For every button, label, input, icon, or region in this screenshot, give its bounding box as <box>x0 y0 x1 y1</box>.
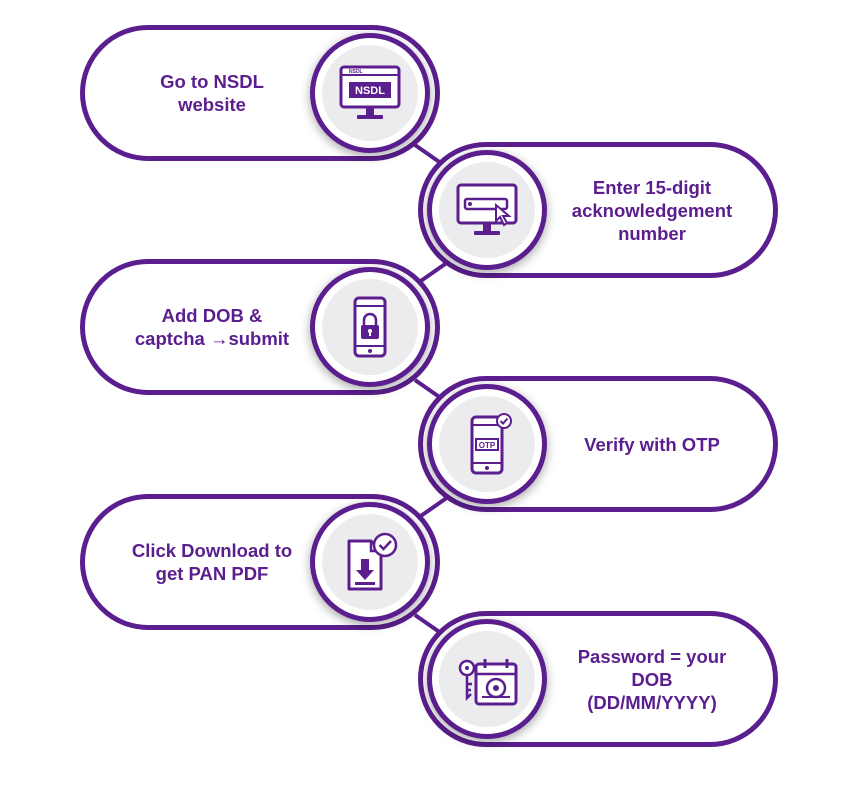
phone-otp-icon: OTP <box>470 413 512 475</box>
step-6-line-1: Password = your <box>577 645 727 667</box>
step-4-icon-circle: OTP <box>427 384 547 504</box>
nsdl-small-text: NSDL <box>349 69 363 75</box>
phone-lock-icon <box>353 296 387 358</box>
key-calendar-icon <box>458 659 518 706</box>
step-1-label: Go to NSDL website <box>99 30 325 156</box>
document-download-icon <box>347 532 398 591</box>
step-2-line-2: acknowledgement <box>571 199 733 221</box>
step-1-line-2: website <box>178 94 246 115</box>
step-5-icon-circle <box>310 502 430 622</box>
otp-icon-text: OTP <box>479 441 496 450</box>
nsdl-icon-text: NSDL <box>355 85 385 97</box>
step-3-icon-circle <box>310 267 430 387</box>
step-4-line-1: Verify with OTP <box>584 433 720 455</box>
step-6-icon-circle <box>427 619 547 739</box>
step-2-line-1: Enter 15-digit <box>592 176 712 198</box>
step-3-line-2: captcha →submit <box>134 328 290 349</box>
step-2-icon-circle <box>427 150 547 270</box>
step-1-line-1: Go to NSDL <box>160 71 264 92</box>
step-6-line-3: (DD/MM/YYYY) <box>587 691 717 713</box>
monitor-cursor-icon <box>456 183 518 235</box>
step-3-line-1: Add DOB & <box>161 305 263 326</box>
step-2-label: Enter 15-digit acknowledgement number <box>539 147 765 273</box>
step-5-line-2: get PAN PDF <box>155 563 269 584</box>
step-6-line-2: DOB <box>631 668 673 690</box>
step-2-line-3: number <box>618 222 686 244</box>
step-4-label: Verify with OTP <box>539 381 765 507</box>
nsdl-monitor-icon: NSDL NSDL <box>339 65 401 119</box>
step-1-icon-circle: NSDL NSDL <box>310 33 430 153</box>
step-3-label: Add DOB & captcha →submit <box>99 264 325 390</box>
step-5-line-1: Click Download to <box>131 540 293 561</box>
step-5-label: Click Download to get PAN PDF <box>99 499 325 625</box>
step-6-label: Password = your DOB (DD/MM/YYYY) <box>539 616 765 742</box>
